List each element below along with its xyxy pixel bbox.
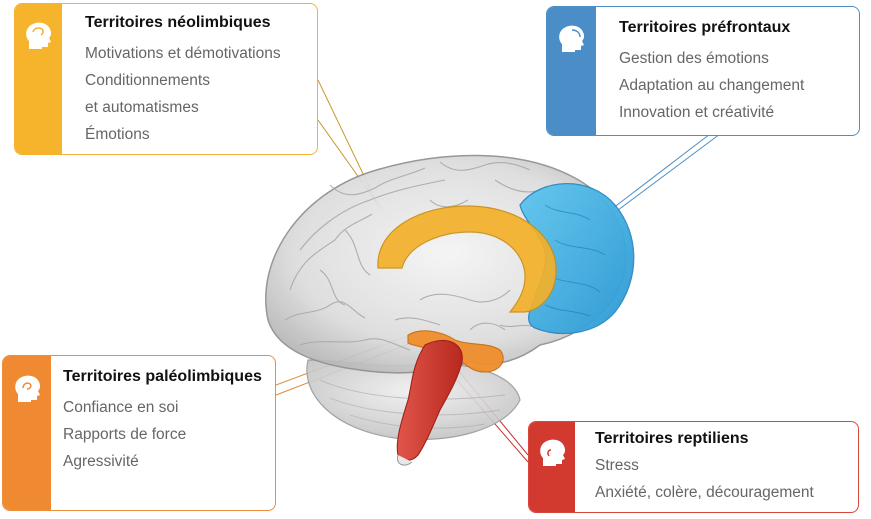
card-title: Territoires paléolimbiques [63, 368, 262, 385]
head-profile-icon [26, 22, 52, 49]
card-line: Anxiété, colère, découragement [595, 484, 814, 501]
card-line: et automatismes [85, 99, 199, 116]
head-profile-icon [540, 439, 566, 466]
card-prefrontal: Territoires préfrontaux Gestion des émot… [546, 6, 860, 136]
head-profile-icon [15, 375, 41, 402]
card-line: Émotions [85, 126, 150, 143]
card-title: Territoires reptiliens [595, 430, 749, 447]
card-line: Motivations et démotivations [85, 45, 281, 62]
card-reptilian: Territoires reptiliens Stress Anxiété, c… [528, 421, 859, 513]
card-title: Territoires néolimbiques [85, 14, 271, 31]
card-tab [529, 422, 575, 512]
card-line: Gestion des émotions [619, 50, 769, 67]
card-line: Agressivité [63, 453, 139, 470]
card-line: Conditionnements [85, 72, 210, 89]
card-line: Rapports de force [63, 426, 187, 443]
card-line: Innovation et créativité [619, 104, 775, 121]
card-paleolimbic: Territoires paléolimbiques Confiance en … [2, 355, 276, 511]
card-line: Adaptation au changement [619, 77, 805, 94]
card-neolimbic: Territoires néolimbiques Motivations et … [14, 3, 318, 155]
card-line: Confiance en soi [63, 399, 179, 416]
card-title: Territoires préfrontaux [619, 19, 791, 36]
head-profile-icon [559, 25, 585, 52]
card-line: Stress [595, 457, 639, 474]
